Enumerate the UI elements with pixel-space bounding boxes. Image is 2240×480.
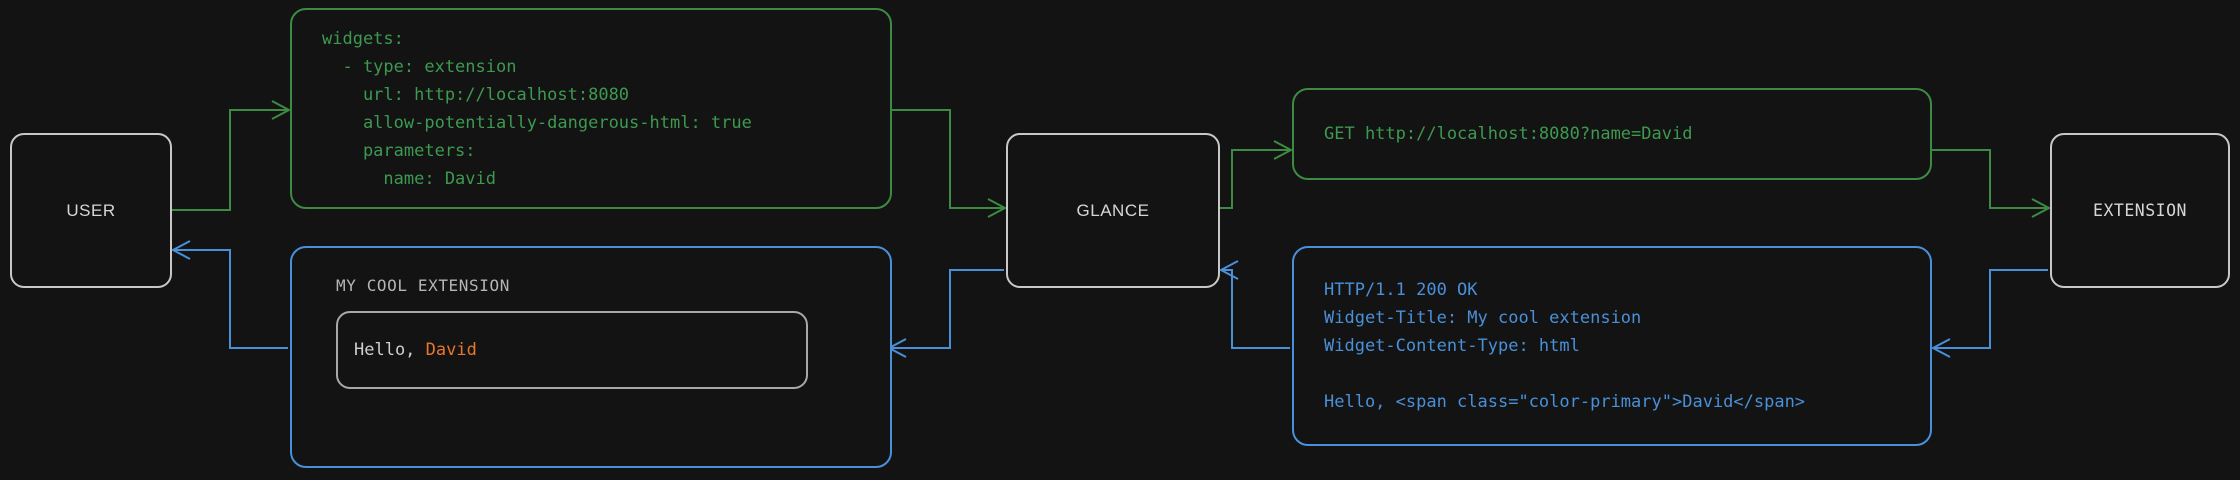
widget-preview-card: Hello, David	[336, 311, 808, 389]
connector-glance-to-request	[1220, 140, 1294, 209]
panel-glance-yaml-config: widgets: - type: extension url: http://l…	[290, 8, 892, 209]
connector-user-to-config	[172, 100, 292, 211]
http-get-request-text: GET http://localhost:8080?name=David	[1324, 124, 1693, 144]
node-glance[interactable]: GLANCE	[1006, 133, 1220, 288]
widget-preview-body-prefix: Hello,	[354, 340, 426, 360]
node-extension-label: EXTENSION	[2093, 201, 2187, 220]
connector-glance-to-widget-preview	[886, 269, 1004, 358]
node-extension[interactable]: EXTENSION	[2050, 133, 2230, 288]
panel-rendered-widget-preview: MY COOL EXTENSION Hello, David	[290, 246, 892, 468]
connector-widget-preview-to-user	[170, 240, 288, 349]
connector-response-to-glance	[1218, 260, 1290, 349]
panel-http-get-request: GET http://localhost:8080?name=David	[1292, 88, 1932, 180]
connector-request-to-extension	[1932, 149, 2052, 218]
widget-preview-title: MY COOL EXTENSION	[336, 276, 510, 295]
widget-preview-body-accent: David	[425, 340, 477, 360]
widget-preview-body: Hello, David	[354, 340, 477, 360]
panel-http-response: HTTP/1.1 200 OK Widget-Title: My cool ex…	[1292, 246, 1932, 446]
node-user-label: USER	[66, 200, 116, 220]
http-response-text: HTTP/1.1 200 OK Widget-Title: My cool ex…	[1324, 280, 1806, 412]
connector-extension-to-response	[1930, 269, 2048, 358]
node-glance-label: GLANCE	[1076, 200, 1150, 220]
connector-config-to-glance	[892, 109, 1008, 218]
glance-yaml-config-text: widgets: - type: extension url: http://l…	[322, 28, 752, 189]
node-user[interactable]: USER	[10, 133, 172, 288]
